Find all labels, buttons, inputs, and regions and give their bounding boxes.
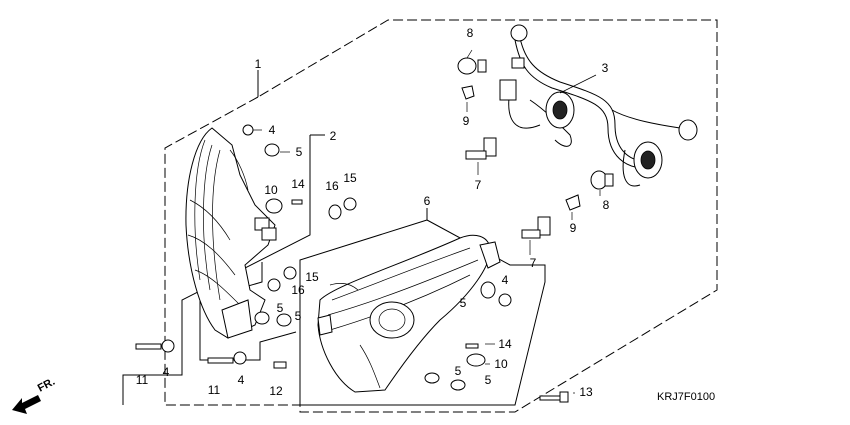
callout-2: 2 xyxy=(330,129,337,143)
callout-15b: 15 xyxy=(305,270,319,284)
callout-10b: 10 xyxy=(494,357,508,371)
clip-9-upper xyxy=(461,85,475,100)
callout-9a: 9 xyxy=(463,114,470,128)
callout-8b: 8 xyxy=(603,198,610,212)
callout-5e: 5 xyxy=(455,364,462,378)
callout-5b: 5 xyxy=(460,296,467,310)
callout-8a: 8 xyxy=(467,26,474,40)
callout-14b: 14 xyxy=(498,337,512,351)
callout-14a: 14 xyxy=(291,177,305,191)
callout-10a: 10 xyxy=(264,183,278,197)
callout-5a: 5 xyxy=(296,145,303,159)
callout-labels: 1 2 3 4 5 6 7 8 9 10 11 12 13 14 15 16 8… xyxy=(136,26,610,399)
callout-6: 6 xyxy=(424,194,431,208)
callout-13: 13 xyxy=(579,385,593,399)
callout-7b: 7 xyxy=(530,256,537,270)
callout-9b: 9 xyxy=(570,221,577,235)
front-label: FR. xyxy=(36,376,57,395)
callout-4a: 4 xyxy=(269,123,276,137)
callout-7a: 7 xyxy=(475,178,482,192)
hardware-group xyxy=(135,124,569,403)
front-lamp-unit xyxy=(317,234,501,393)
assembly-frame-1 xyxy=(164,19,718,413)
leader-lines xyxy=(253,49,601,394)
bulb-8-lower xyxy=(590,170,614,190)
callout-16a: 16 xyxy=(325,179,339,193)
assembly-frame-6 xyxy=(299,219,546,406)
sub-frame-bracket xyxy=(199,262,297,361)
rear-lens-housing xyxy=(185,127,277,339)
front-arrow-icon xyxy=(12,395,41,414)
callout-4b: 4 xyxy=(502,273,509,287)
bulb-7-upper xyxy=(465,137,497,160)
bulb-8-upper xyxy=(457,57,487,75)
front-direction-indicator: FR. xyxy=(12,376,57,414)
diagram-code: KRJ7F0100 xyxy=(657,391,715,403)
bulb-7-lower xyxy=(521,216,551,239)
callout-11b: 11 xyxy=(208,383,221,397)
wire-harness xyxy=(499,24,698,187)
clip-9-lower xyxy=(565,194,581,211)
callout-11a: 11 xyxy=(136,373,149,387)
callout-15a: 15 xyxy=(343,171,357,185)
callout-1: 1 xyxy=(255,57,262,71)
callout-12: 12 xyxy=(269,384,283,398)
assembly-frame-2 xyxy=(122,135,311,405)
callout-5f: 5 xyxy=(485,373,492,387)
callout-5c: 5 xyxy=(277,301,284,315)
callout-4c: 4 xyxy=(163,365,170,379)
callout-3: 3 xyxy=(602,61,609,75)
callout-16b: 16 xyxy=(291,283,305,297)
callout-4d: 4 xyxy=(238,373,245,387)
callout-5d: 5 xyxy=(295,309,302,323)
